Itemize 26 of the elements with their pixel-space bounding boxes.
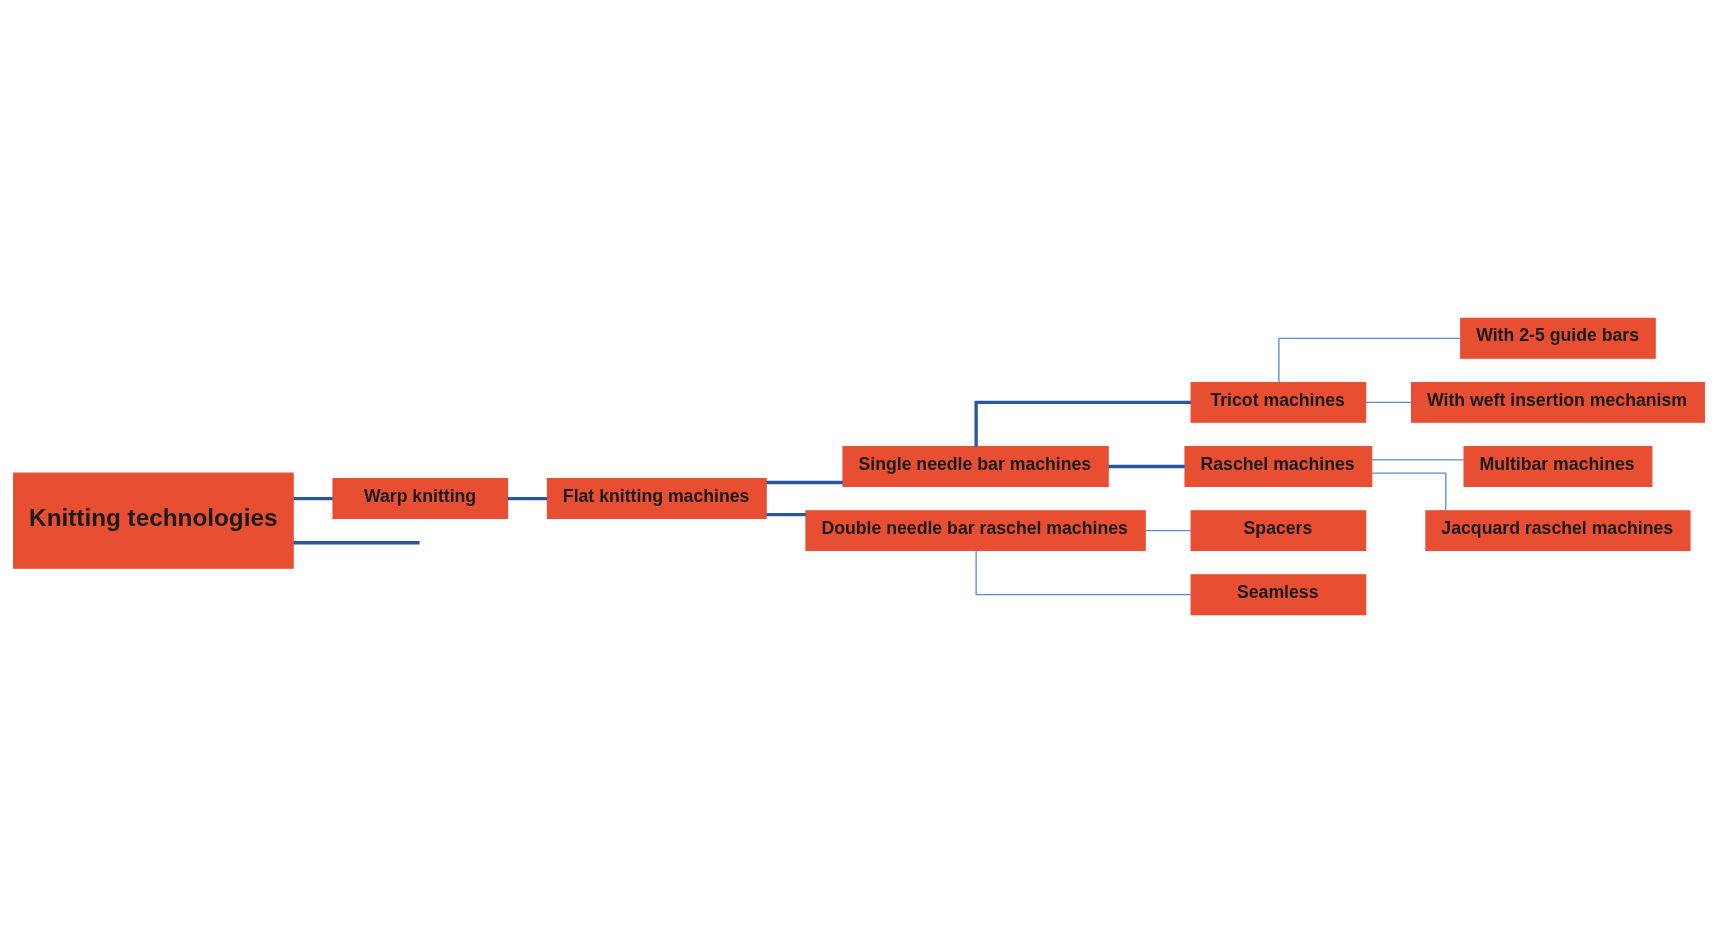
connector: [507, 496, 548, 501]
connector: [766, 480, 843, 485]
node-box: With weft insertion mechanism: [1411, 381, 1705, 423]
node-box: With 2-5 guide bars: [1460, 317, 1656, 359]
node-box: Spacers: [1190, 510, 1367, 552]
node-box: Flat knitting machines: [546, 478, 767, 519]
connector: [974, 400, 1191, 447]
connector: [1365, 401, 1412, 404]
connector: [975, 549, 1192, 596]
node-box: Warp knitting: [332, 478, 509, 519]
connector: [1371, 459, 1465, 461]
node-box: Tricot machines: [1190, 381, 1367, 423]
connector: [293, 541, 420, 545]
node-box: Raschel machines: [1184, 446, 1373, 487]
node-box: Double needle bar raschel machines: [805, 510, 1146, 552]
connector: [1144, 529, 1192, 532]
connector: [1108, 464, 1185, 469]
connector: [293, 496, 333, 501]
node-box: Jacquard raschel machines: [1425, 510, 1691, 552]
connector: [766, 512, 806, 517]
node-box: Knitting technologies: [13, 472, 294, 569]
connector: [1278, 337, 1462, 384]
node-box: Single needle bar machines: [842, 446, 1109, 487]
node-box: Seamless: [1190, 574, 1367, 616]
connector: [1371, 472, 1447, 512]
node-box: Multibar machines: [1463, 446, 1653, 487]
